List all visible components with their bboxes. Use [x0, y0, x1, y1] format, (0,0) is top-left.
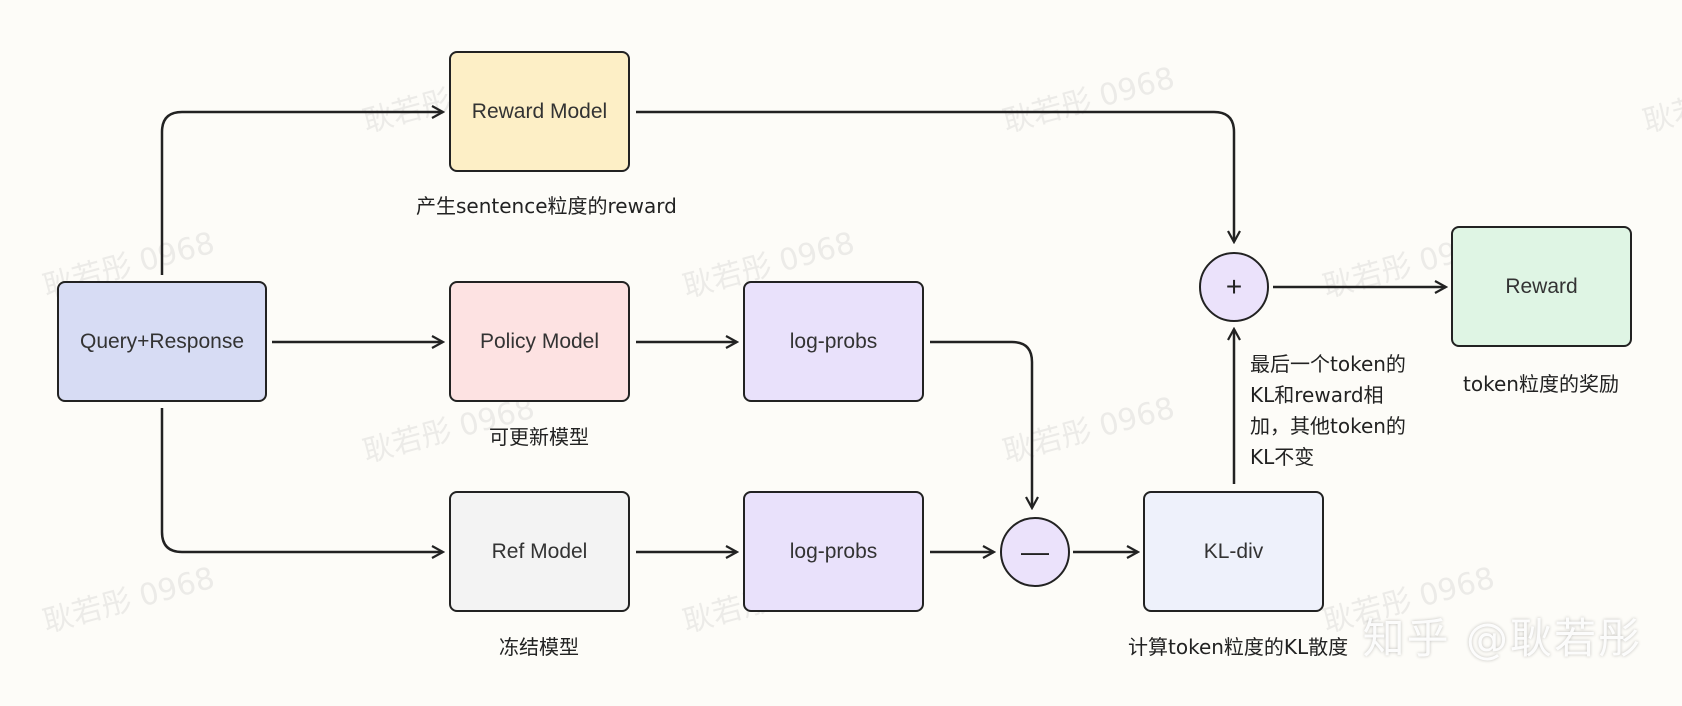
policy-model-node[interactable]: Policy Model [449, 281, 630, 402]
kl-div-caption: 计算token粒度的KL散度 [1128, 635, 1349, 659]
merge-note-line: 最后一个token的 [1250, 352, 1406, 376]
kl-div-label: KL-div [1203, 539, 1264, 563]
reward-label: Reward [1505, 274, 1578, 298]
merge-note-line: 加，其他token的 [1250, 414, 1406, 438]
ref-model-caption: 冻结模型 [499, 635, 579, 659]
reward-node[interactable]: Reward [1451, 226, 1632, 347]
minus-operator: — [1000, 517, 1070, 587]
logprobs-ref-node[interactable]: log-probs [743, 491, 924, 612]
query-response-label: Query+Response [79, 329, 244, 353]
query-response-node[interactable]: Query+Response [57, 281, 267, 402]
brand-watermark: 知乎 @耿若彤 [1362, 614, 1642, 663]
merge-note-line: KL不变 [1250, 445, 1315, 469]
reward-model-caption: 产生sentence粒度的reward [416, 194, 677, 218]
merge-note: 最后一个token的 KL和reward相 加，其他token的 KL不变 [1250, 349, 1406, 473]
merge-note-line: KL和reward相 [1250, 383, 1384, 407]
minus-symbol: — [1021, 536, 1049, 567]
ref-model-node[interactable]: Ref Model [449, 491, 630, 612]
edge-query-ref [160, 408, 443, 552]
edge-reward-model-plus [636, 110, 1234, 242]
policy-model-caption: 可更新模型 [489, 425, 589, 449]
policy-model-label: Policy Model [479, 329, 600, 353]
reward-caption: token粒度的奖励 [1463, 372, 1619, 396]
edge-logprobs-policy-minus [930, 340, 1032, 508]
reward-model-label: Reward Model [471, 99, 608, 123]
ref-model-label: Ref Model [491, 539, 588, 563]
logprobs-policy-label: log-probs [789, 329, 878, 353]
kl-div-node[interactable]: KL-div [1143, 491, 1324, 612]
plus-operator: + [1199, 252, 1269, 322]
plus-symbol: + [1225, 271, 1243, 302]
reward-model-node[interactable]: Reward Model [449, 51, 630, 172]
logprobs-policy-node[interactable]: log-probs [743, 281, 924, 402]
edge-query-reward-model [160, 112, 443, 275]
logprobs-ref-label: log-probs [789, 539, 878, 563]
